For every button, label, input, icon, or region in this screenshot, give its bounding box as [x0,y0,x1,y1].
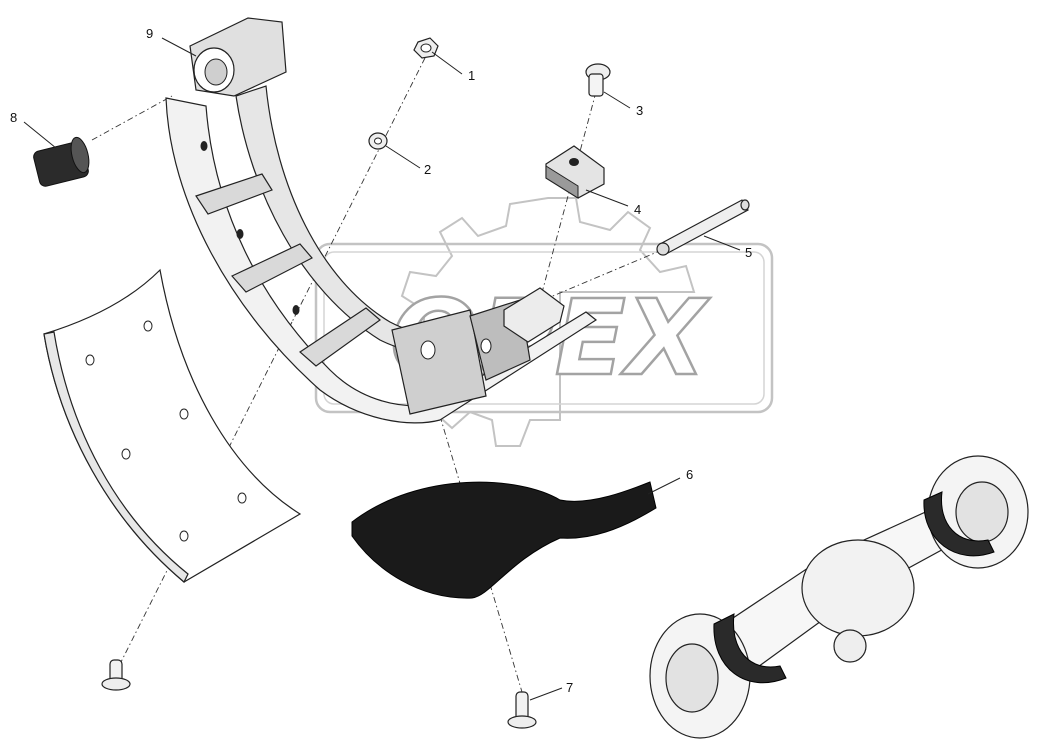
callout-6: 6 [686,467,693,482]
brake-shoe-rib [299,307,381,367]
axle-assembly-thumbnail [649,455,1029,739]
callouts: 1 2 3 4 5 6 7 8 9 [10,26,752,701]
axle-hub-left-inner [665,643,719,713]
pin-body [659,199,749,255]
retainer-plate-mounted [503,287,565,343]
leader-line-1 [431,51,463,75]
axle-brake-shoe-right [923,491,995,557]
bushing [33,136,90,187]
callout-2: 2 [424,162,431,177]
nut-hole [420,43,432,53]
retainer-plate-hole [569,158,579,166]
retainer-plate [545,145,605,199]
washer [368,132,388,150]
pin-tip [740,199,750,211]
bolt-shank [588,73,604,97]
nut [413,37,439,59]
leader-line-2 [385,145,421,169]
bolt [585,63,611,97]
brake-shoe-hole [480,338,492,354]
pin [656,199,750,256]
rivet-lower-left [101,659,131,691]
brake-shoe-hole [200,141,208,151]
leader-line-8 [23,121,57,149]
rivet-head [101,677,131,691]
assembly-line-web [439,415,523,693]
leader-line-7 [529,687,563,701]
callout-9: 9 [146,26,153,41]
axle-brake-shoe-left [713,613,787,684]
retainer-plate-side [545,165,579,199]
callout-3: 3 [636,103,643,118]
pivot-boss-bore-inner [204,58,228,86]
shoe-web [351,481,657,599]
axle-hub-right-inner [955,481,1009,543]
pin-head [656,242,670,256]
brake-shoe [165,17,598,424]
watermark-frame-inner [323,251,765,405]
axle-flange [833,629,867,663]
brake-shoe-hole [292,305,300,315]
lining-hole [143,320,153,332]
callout-5: 5 [745,245,752,260]
bushing-end [70,136,90,174]
brake-shoe-rib [231,243,313,293]
leader-line-4 [585,189,629,207]
watermark-gear [398,197,696,447]
lining-hole [179,408,189,420]
callout-4: 4 [634,202,641,217]
brake-lining [43,268,302,583]
leader-line-3 [603,91,631,109]
watermark-frame [314,242,774,414]
leader-line-5 [703,235,741,251]
rivet-head [507,715,537,729]
washer-hole [374,137,382,145]
lining-hole [121,448,131,460]
brake-lining-edge [43,331,189,583]
callout-7: 7 [566,680,573,695]
brake-shoe-hole [236,229,244,239]
brake-shoe-rib [195,173,273,215]
rivet [507,691,537,729]
callout-1: 1 [468,68,475,83]
lining-hole [85,354,95,366]
assembly-line-bushing [91,95,173,141]
brake-shoe-hole [420,340,436,360]
brake-shoe-outer-rim [165,97,598,424]
assembly-line-bolt [539,91,597,301]
leader-line-6 [647,477,681,495]
lining-hole [179,530,189,542]
lining-hole [237,492,247,504]
leader-line-9 [161,37,197,57]
callout-8: 8 [10,110,17,125]
axle-differential [801,539,915,637]
brake-shoe-bracket [391,309,487,415]
